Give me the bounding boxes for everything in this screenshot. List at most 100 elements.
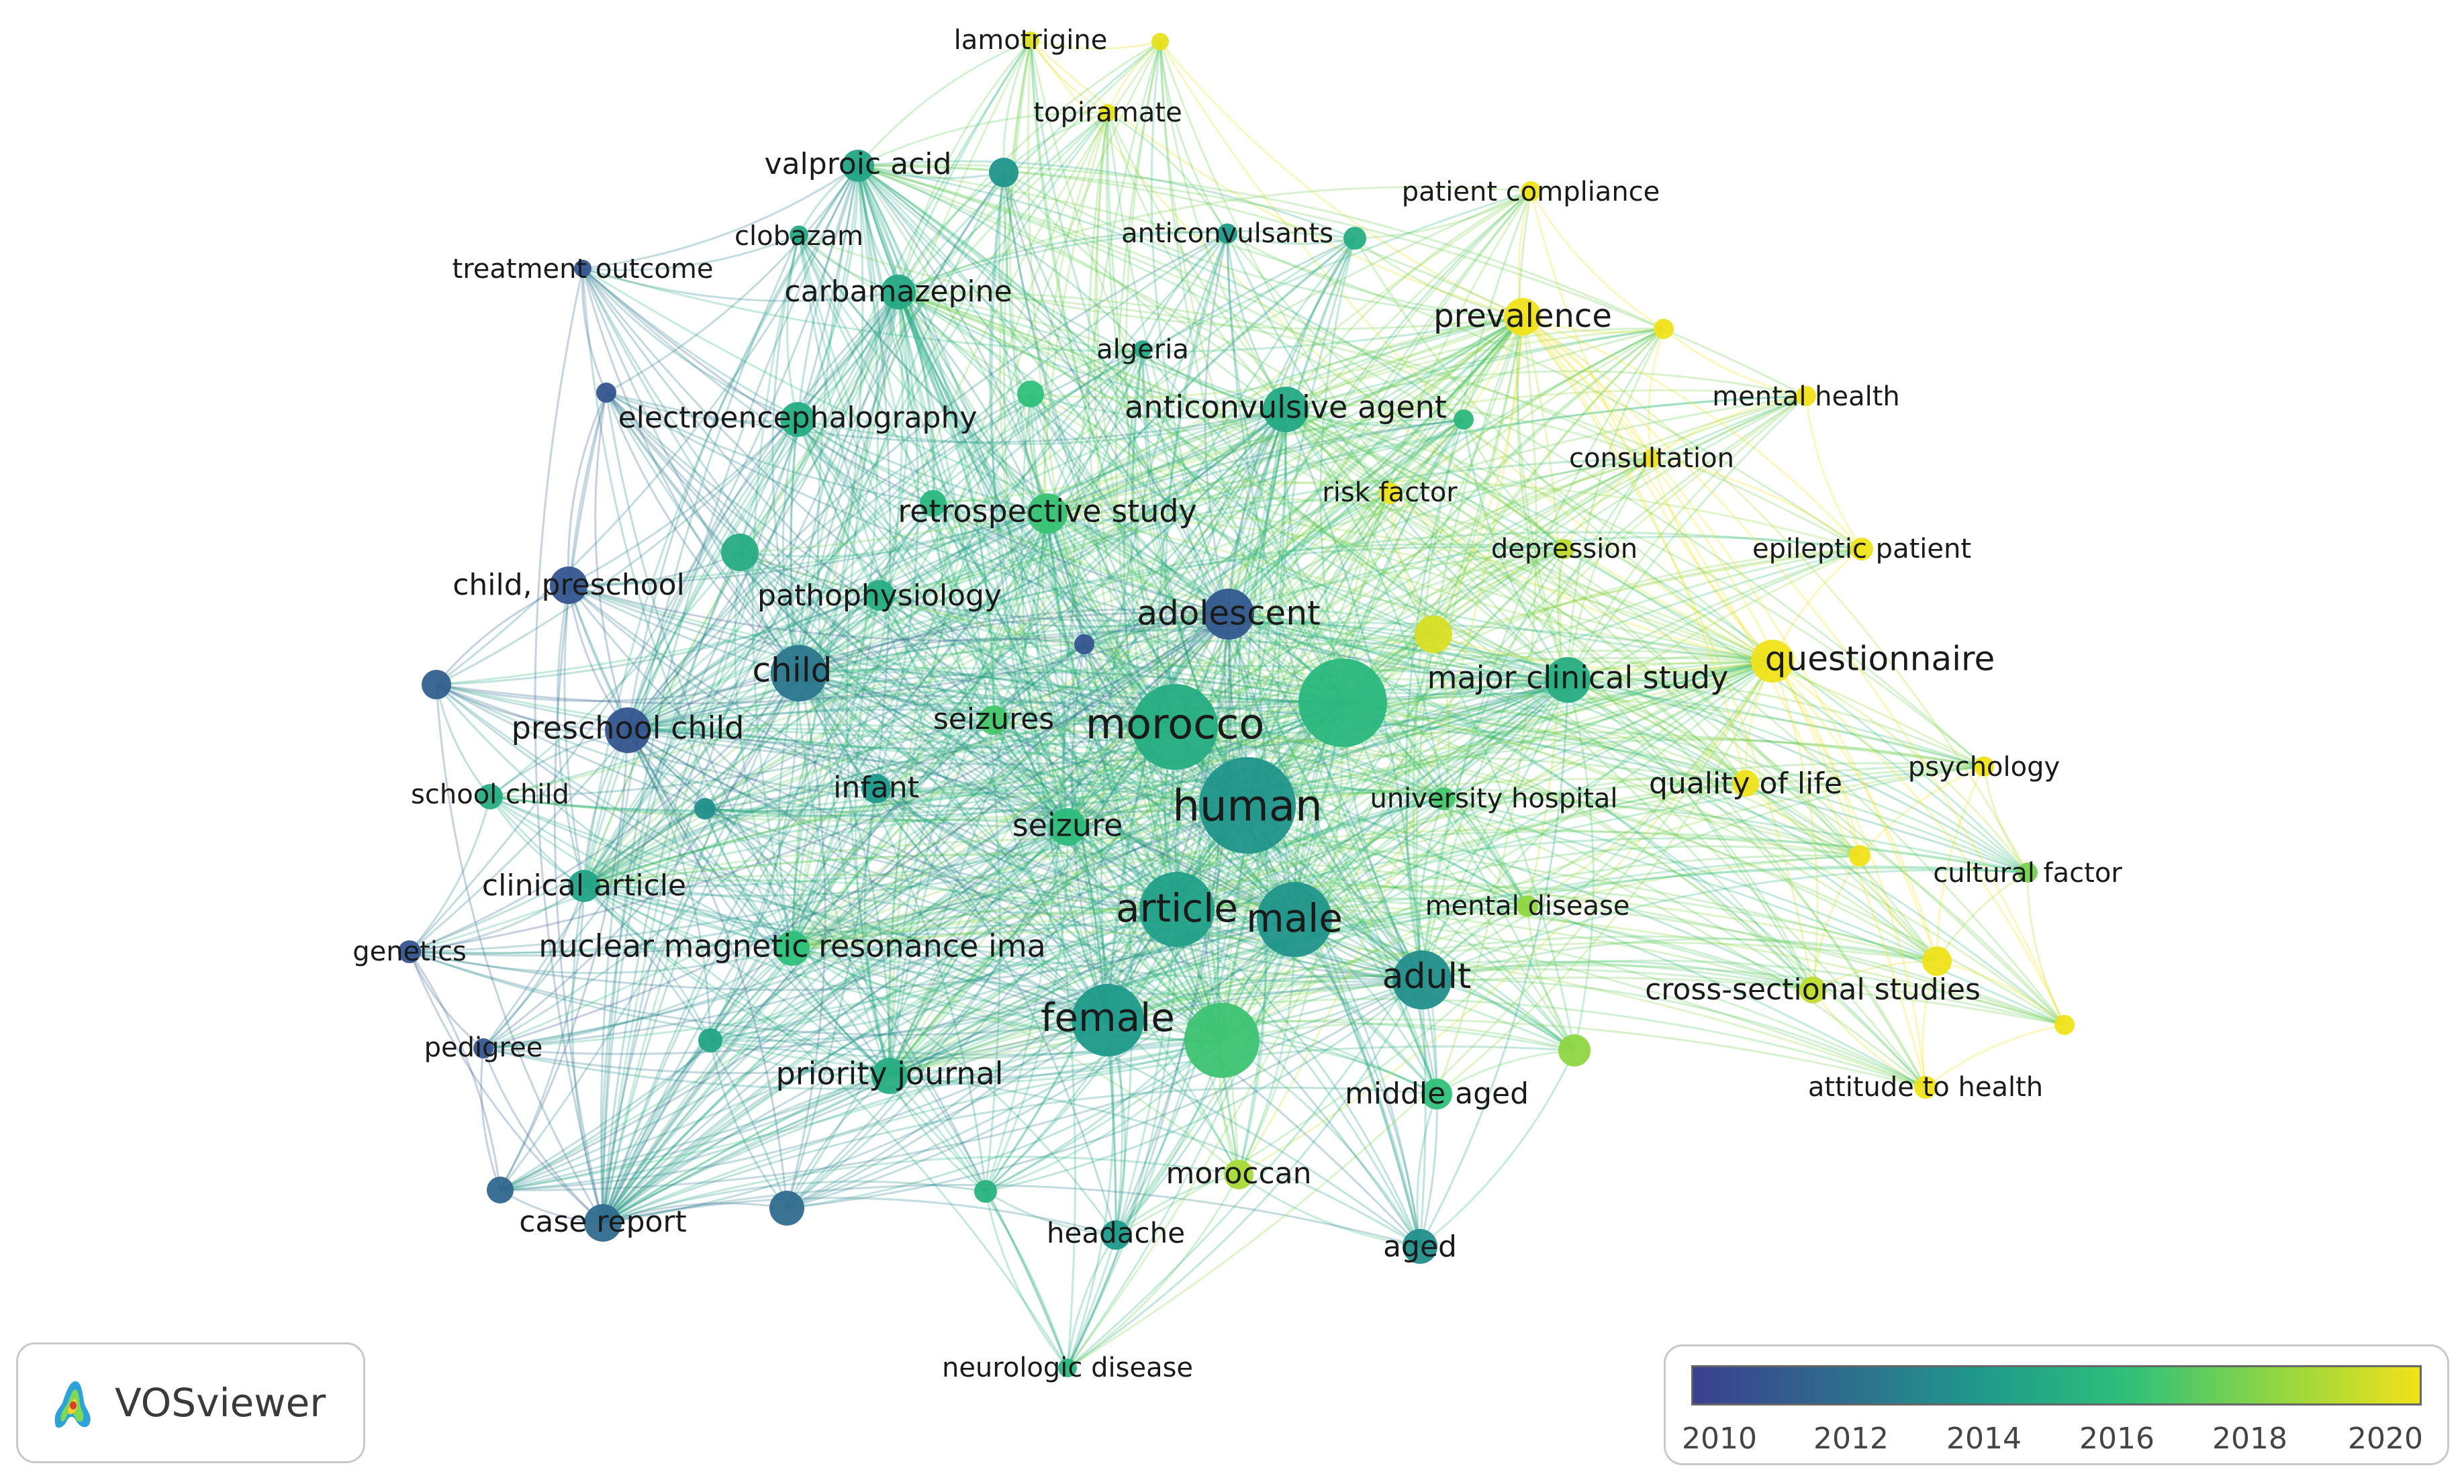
node-pathophysiology[interactable] <box>864 580 895 611</box>
node-cross-sectional[interactable] <box>1799 977 1826 1003</box>
node-aged[interactable] <box>1403 1229 1437 1264</box>
co-occurrence-link <box>1047 315 1523 515</box>
co-occurrence-link <box>889 782 1746 1077</box>
node-cultural-factor[interactable] <box>2018 862 2038 883</box>
node-n-acagent2[interactable] <box>1454 409 1474 430</box>
node-n-left-teal[interactable] <box>721 534 759 571</box>
co-occurrence-link <box>483 826 1068 1050</box>
node-anticonvulsive-agent[interactable] <box>1263 387 1309 432</box>
co-occurrence-link <box>1421 548 1566 981</box>
node-middle-aged[interactable] <box>1421 1079 1452 1109</box>
node-risk-factor[interactable] <box>1379 483 1401 504</box>
co-occurrence-link <box>482 1048 604 1224</box>
node-n-yellow-mid[interactable] <box>1415 615 1452 653</box>
co-occurrence-link <box>1772 660 2029 873</box>
co-occurrence-link <box>605 392 800 675</box>
node-human[interactable] <box>1199 757 1296 854</box>
node-quality-of-life[interactable] <box>1732 770 1759 797</box>
node-article[interactable] <box>1139 872 1215 947</box>
co-occurrence-link <box>1071 41 1162 1021</box>
co-occurrence-link <box>568 291 900 587</box>
node-pedigree[interactable] <box>473 1038 493 1058</box>
co-occurrence-link <box>1221 1039 1421 1247</box>
node-nuclear-mri[interactable] <box>775 931 810 966</box>
node-mental-health[interactable] <box>1796 386 1816 406</box>
node-headache[interactable] <box>1101 1220 1131 1250</box>
node-n-teal-bottom[interactable] <box>974 1180 997 1203</box>
node-n-blue-bottom[interactable] <box>769 1191 804 1226</box>
node-algeria[interactable] <box>1134 340 1151 358</box>
node-n-prev2[interactable] <box>1654 319 1674 339</box>
co-occurrence-link <box>1294 845 1860 921</box>
node-n-retro2[interactable] <box>920 490 947 517</box>
node-adult[interactable] <box>1392 950 1452 1009</box>
node-patient-compliance[interactable] <box>1521 181 1541 201</box>
node-preschool-child[interactable] <box>605 707 651 753</box>
node-case-report[interactable] <box>584 1204 622 1242</box>
node-questionnaire[interactable] <box>1751 640 1794 683</box>
node-psychology[interactable] <box>1974 756 1994 777</box>
label-treatment-outcome: treatment outcome <box>453 254 714 285</box>
node-seizure[interactable] <box>1049 808 1086 846</box>
co-occurrence-link <box>791 165 880 949</box>
node-depression[interactable] <box>1554 539 1574 559</box>
node-epileptic-patient[interactable] <box>1850 538 1873 560</box>
node-n-yellow-far[interactable] <box>2054 1015 2075 1035</box>
node-genetics[interactable] <box>398 940 421 963</box>
co-occurrence-link <box>990 172 1109 1021</box>
node-morocco[interactable] <box>1132 684 1218 770</box>
node-consultation[interactable] <box>1642 449 1661 468</box>
co-occurrence-link <box>1226 233 1773 662</box>
node-n-blue-left[interactable] <box>422 670 451 699</box>
node-electroencephalography[interactable] <box>780 402 815 437</box>
co-occurrence-link <box>1221 905 1528 1042</box>
node-treatment-outcome[interactable] <box>574 260 591 277</box>
node-n-valproic2[interactable] <box>989 158 1018 187</box>
node-school-child[interactable] <box>477 784 503 809</box>
node-adolescent[interactable] <box>1203 589 1254 640</box>
node-n-anticonv2[interactable] <box>1343 227 1366 250</box>
node-topiramate[interactable] <box>1099 104 1117 121</box>
node-priority-journal[interactable] <box>871 1058 908 1094</box>
node-female[interactable] <box>1072 984 1144 1056</box>
node-lamotrigine[interactable] <box>1022 32 1039 49</box>
node-n-yellow-right[interactable] <box>1849 845 1870 867</box>
node-n-purple-left[interactable] <box>596 383 616 403</box>
node-clobazam[interactable] <box>790 226 808 244</box>
node-n-top-yellow[interactable] <box>1151 33 1169 50</box>
node-major-clinical-study[interactable] <box>1545 657 1591 703</box>
node-n-alg2[interactable] <box>1017 381 1044 407</box>
node-attitude-to-health[interactable] <box>1914 1076 1937 1099</box>
node-n-big-teal[interactable] <box>1298 658 1387 747</box>
co-occurrence-link <box>875 613 1229 790</box>
node-retrospective-study[interactable] <box>1027 493 1068 534</box>
node-n-teal-small2[interactable] <box>698 1028 722 1052</box>
node-n-yellow-right2[interactable] <box>1922 946 1952 976</box>
node-child[interactable] <box>771 645 827 701</box>
node-university-hospital[interactable] <box>1432 787 1455 810</box>
node-n-blue-bl[interactable] <box>487 1177 514 1203</box>
co-occurrence-link <box>483 673 800 1050</box>
co-occurrence-link <box>1567 679 1938 962</box>
node-mental-disease[interactable] <box>1517 895 1538 917</box>
node-valproic-acid[interactable] <box>842 150 874 182</box>
node-n-big-green[interactable] <box>1184 1003 1260 1078</box>
co-occurrence-link <box>1258 409 1296 920</box>
node-n-green-right[interactable] <box>1558 1034 1591 1067</box>
node-clinical-article[interactable] <box>568 870 600 902</box>
co-occurrence-link <box>626 730 788 1209</box>
co-occurrence-link <box>888 348 1144 1077</box>
node-anticonvulsants[interactable] <box>1217 224 1237 244</box>
node-infant[interactable] <box>861 774 891 803</box>
node-carbamazepine[interactable] <box>881 275 916 309</box>
node-neurologic-disease[interactable] <box>1058 1358 1077 1377</box>
node-n-purple-small[interactable] <box>1074 634 1094 654</box>
node-seizures[interactable] <box>979 705 1008 735</box>
node-male[interactable] <box>1257 882 1332 957</box>
co-occurrence-link <box>436 315 1523 686</box>
node-prevalence[interactable] <box>1504 298 1542 336</box>
node-moroccan[interactable] <box>1224 1160 1253 1189</box>
co-occurrence-link <box>583 730 1985 887</box>
node-n-teal-small[interactable] <box>694 798 716 820</box>
node-child-preschool[interactable] <box>550 566 587 604</box>
